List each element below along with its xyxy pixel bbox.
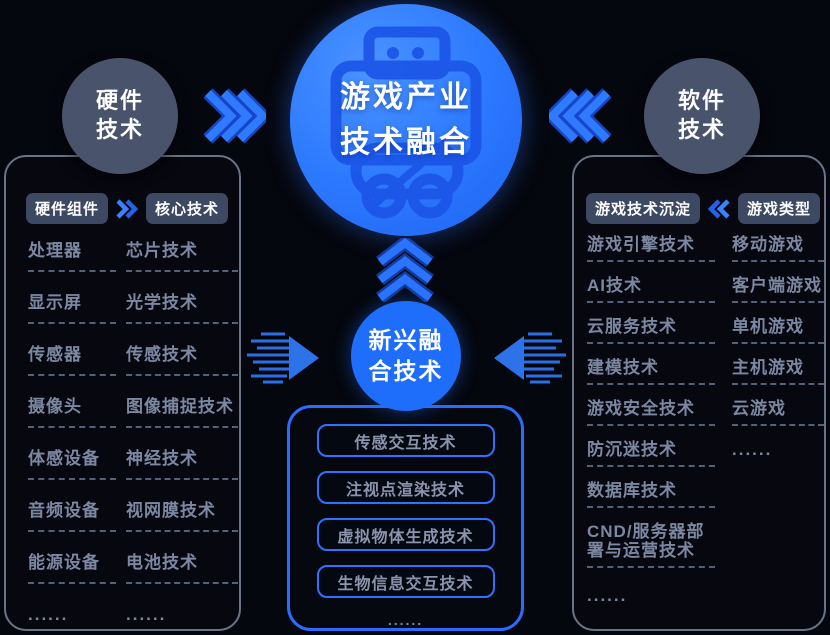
list-item: 客户端游戏 bbox=[732, 276, 824, 303]
list-item: 光学技术 bbox=[126, 293, 238, 324]
list-item: CND/服务器部署与运营技术 bbox=[587, 522, 715, 568]
striped-arrow-right-icon bbox=[247, 332, 319, 384]
list-item: 防沉迷技术 bbox=[587, 440, 715, 467]
triple-chevron-up-icon bbox=[376, 238, 434, 302]
emerging-tech-box: 传感交互技术 注视点渲染技术 虚拟物体生成技术 生物信息交互技术 ...... bbox=[287, 405, 524, 631]
list-item-more: ...... bbox=[587, 586, 628, 605]
list-item-more: ...... bbox=[28, 605, 69, 624]
list-item: 游戏安全技术 bbox=[587, 399, 715, 426]
list-item: 主机游戏 bbox=[732, 358, 824, 385]
list-item: 能源设备 bbox=[28, 553, 116, 584]
list-item: 传感器 bbox=[28, 345, 116, 376]
software-panel-header: 游戏技术沉淀 游戏类型 bbox=[586, 193, 821, 224]
fusion-tech-pill: 注视点渲染技术 bbox=[316, 471, 495, 504]
emerging-label-line1: 新兴融 bbox=[368, 326, 444, 353]
triple-chevron-left-icon bbox=[549, 88, 612, 144]
list-item-more: ...... bbox=[387, 612, 424, 628]
list-item: 传感技术 bbox=[126, 345, 238, 376]
hardware-components-column: 处理器 显示屏 传感器 摄像头 体感设备 音频设备 能源设备 ...... bbox=[28, 241, 116, 635]
list-item: 电池技术 bbox=[126, 553, 238, 584]
software-panel: 游戏技术沉淀 游戏类型 游戏引擎技术 AI技术 云服务技术 建模技术 游戏安全技… bbox=[572, 155, 826, 631]
fusion-tech-pill: 传感交互技术 bbox=[316, 424, 495, 457]
bubble-label: 软件 bbox=[677, 88, 726, 114]
game-type-column: 移动游戏 客户端游戏 单机游戏 主机游戏 云游戏 ...... bbox=[732, 235, 824, 479]
hardware-components-badge: 硬件组件 bbox=[26, 193, 109, 224]
double-chevron-right-icon bbox=[116, 198, 139, 219]
vr-headset-icon bbox=[330, 26, 482, 219]
striped-arrow-left-icon bbox=[494, 332, 566, 384]
list-item-more: ...... bbox=[126, 605, 167, 624]
list-item: 显示屏 bbox=[28, 293, 116, 324]
list-item: 移动游戏 bbox=[732, 235, 824, 262]
game-tech-accumulation-badge: 游戏技术沉淀 bbox=[586, 193, 701, 224]
bubble-label: 技术 bbox=[677, 117, 726, 142]
list-item: 游戏引擎技术 bbox=[587, 235, 715, 262]
emerging-fusion-circle: 新兴融 合技术 bbox=[351, 301, 461, 411]
game-type-badge: 游戏类型 bbox=[738, 193, 821, 224]
fusion-tech-pill: 生物信息交互技术 bbox=[316, 565, 495, 598]
bubble-label: 技术 bbox=[95, 117, 144, 142]
list-item: 建模技术 bbox=[587, 358, 715, 385]
hardware-panel-header: 硬件组件 核心技术 bbox=[26, 193, 229, 224]
bubble-label: 硬件 bbox=[95, 88, 144, 114]
list-item: 单机游戏 bbox=[732, 317, 824, 344]
list-item: 处理器 bbox=[28, 241, 116, 272]
list-item: 芯片技术 bbox=[126, 241, 238, 272]
main-title-line2: 技术融合 bbox=[340, 126, 472, 159]
list-item: 数据库技术 bbox=[587, 481, 715, 508]
list-item: 体感设备 bbox=[28, 449, 116, 480]
list-item: 摄像头 bbox=[28, 397, 116, 428]
list-item: 图像捕捉技术 bbox=[126, 397, 238, 428]
main-fusion-circle: 游戏产业 技术融合 bbox=[290, 4, 522, 236]
core-tech-column: 芯片技术 光学技术 传感技术 图像捕捉技术 神经技术 视网膜技术 电池技术 ..… bbox=[126, 241, 238, 635]
core-tech-badge: 核心技术 bbox=[146, 193, 229, 224]
hardware-panel: 硬件组件 核心技术 处理器 显示屏 传感器 摄像头 体感设备 音频设备 能源设备… bbox=[4, 155, 241, 631]
game-tech-column: 游戏引擎技术 AI技术 云服务技术 建模技术 游戏安全技术 防沉迷技术 数据库技… bbox=[587, 235, 715, 625]
emerging-label-line2: 合技术 bbox=[368, 358, 444, 384]
software-tech-bubble: 软件 技术 bbox=[644, 58, 760, 174]
list-item-more: ...... bbox=[732, 440, 773, 459]
fusion-tech-pill: 虚拟物体生成技术 bbox=[316, 518, 495, 551]
main-title-line1: 游戏产业 bbox=[340, 81, 472, 114]
main-title: 游戏产业 技术融合 bbox=[340, 75, 472, 165]
list-item: 云服务技术 bbox=[587, 317, 715, 344]
list-item: 视网膜技术 bbox=[126, 501, 238, 532]
hardware-tech-bubble: 硬件 技术 bbox=[62, 58, 178, 174]
list-item: 云游戏 bbox=[732, 399, 824, 426]
double-chevron-left-icon bbox=[707, 198, 730, 219]
list-item: 神经技术 bbox=[126, 449, 238, 480]
triple-chevron-right-icon bbox=[203, 88, 266, 144]
list-item: 音频设备 bbox=[28, 501, 116, 532]
list-item: AI技术 bbox=[587, 276, 715, 303]
